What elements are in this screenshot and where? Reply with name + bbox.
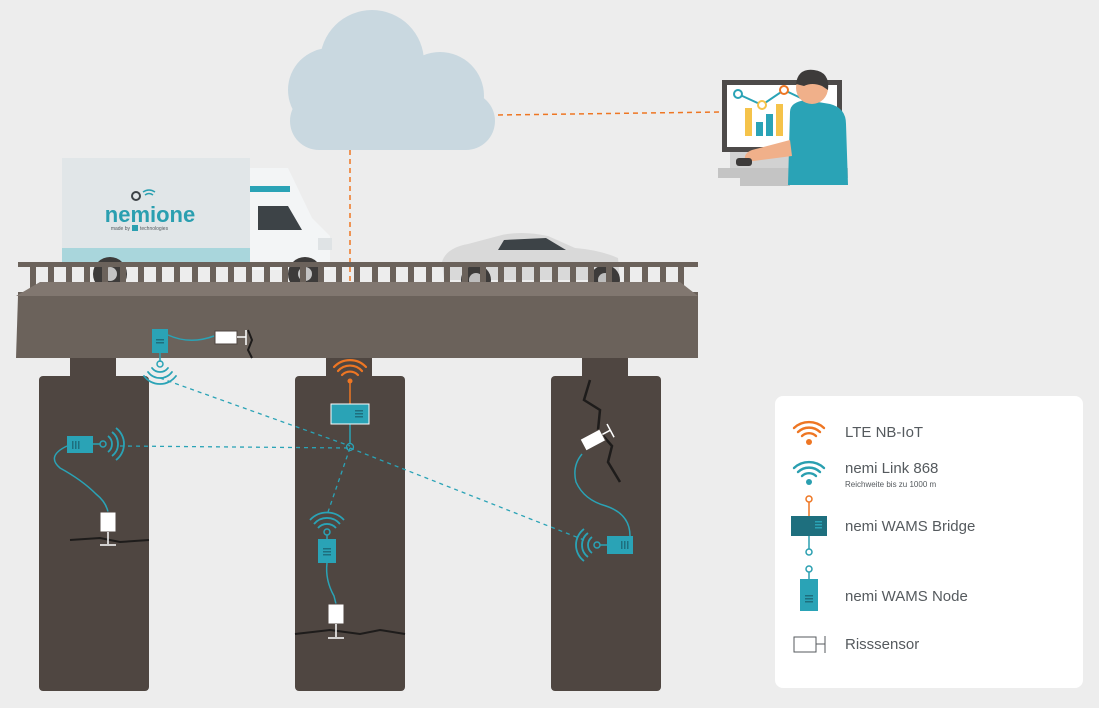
railing-baluster — [156, 267, 162, 293]
railing-baluster — [138, 267, 144, 293]
railing-baluster — [660, 267, 666, 293]
railing-baluster — [300, 267, 306, 293]
railing-baluster — [606, 267, 612, 293]
railing-baluster — [66, 267, 72, 293]
truck-tagline-company-text: technologies — [140, 226, 169, 232]
legend-sublabel-link868: Reichweite bis zu 1000 m — [845, 480, 937, 489]
legend-label-lte: LTE NB-IoT — [845, 424, 924, 441]
crack-left — [69, 536, 150, 544]
cloud-icon — [288, 10, 495, 150]
monitoring-workstation — [718, 69, 848, 186]
wams-node-deck — [152, 329, 215, 368]
railing-baluster — [282, 267, 288, 293]
truck-brand-text: nemione — [105, 202, 195, 227]
lte-signal-icon — [792, 420, 826, 445]
crack-sensor-right — [579, 423, 615, 452]
legend-label-node: nemi WAMS Node — [845, 588, 968, 605]
railing-baluster — [480, 267, 486, 293]
railing-baluster — [516, 267, 522, 293]
legend-label-link868: nemi Link 868 — [845, 460, 939, 477]
link-868-network — [119, 377, 585, 541]
railing-baluster — [372, 267, 378, 293]
legend-label-bridge: nemi WAMS Bridge — [845, 518, 976, 535]
radio-signal-icon — [792, 460, 826, 485]
lte-signal-icon — [332, 359, 368, 384]
railing-baluster — [570, 267, 576, 293]
cloud-to-monitor-link — [497, 111, 721, 116]
truck-tagline-logo — [132, 225, 138, 231]
railing-baluster — [534, 267, 540, 293]
railing-baluster — [498, 267, 504, 293]
wams-bridge-device — [330, 383, 370, 444]
railing-baluster — [246, 267, 252, 293]
railing-baluster — [552, 267, 558, 293]
railing-baluster — [624, 267, 630, 293]
railing-baluster — [48, 267, 54, 293]
legend: LTE NB-IoT nemi Link 868 Reichweite bis … — [775, 396, 1083, 688]
railing-baluster — [30, 267, 36, 293]
crack-sensor-deck — [214, 330, 247, 345]
railing-baluster — [192, 267, 198, 293]
railing-baluster — [84, 267, 90, 293]
gear-icon — [131, 189, 156, 201]
railing-baluster — [120, 267, 126, 293]
crack-deck — [246, 329, 254, 359]
railing-baluster — [318, 267, 324, 293]
pillar-left — [39, 376, 149, 691]
railing-baluster — [408, 267, 414, 293]
railing-baluster — [426, 267, 432, 293]
bridge-device-icon — [791, 495, 827, 556]
pillar-right — [551, 376, 661, 691]
railing-baluster — [642, 267, 648, 293]
crack-sensor-center — [327, 603, 345, 639]
radio-signal-icon — [143, 367, 177, 385]
node-device-icon — [800, 565, 818, 611]
wams-node-left — [53, 427, 125, 513]
pillar-center — [295, 376, 405, 691]
railing-baluster — [228, 267, 234, 293]
railing-baluster — [390, 267, 396, 293]
railing-baluster — [264, 267, 270, 293]
railing-baluster — [588, 267, 594, 293]
railing-baluster — [678, 267, 684, 293]
railing-baluster — [210, 267, 216, 293]
crack-sensor-left — [99, 511, 117, 546]
railing-baluster — [354, 267, 360, 293]
wams-node-center — [309, 511, 345, 605]
railing-baluster — [462, 267, 468, 293]
bridge-deck — [16, 296, 698, 358]
railing-baluster — [174, 267, 180, 293]
legend-label-sensor: Risssensor — [845, 636, 920, 653]
railing-baluster — [444, 267, 450, 293]
truck-tagline-text: made by — [111, 226, 131, 232]
railing-baluster — [336, 267, 342, 293]
railing-baluster — [102, 267, 108, 293]
crack-center — [294, 628, 406, 636]
wams-node-right — [574, 453, 633, 562]
crack-sensor-icon — [793, 636, 826, 653]
